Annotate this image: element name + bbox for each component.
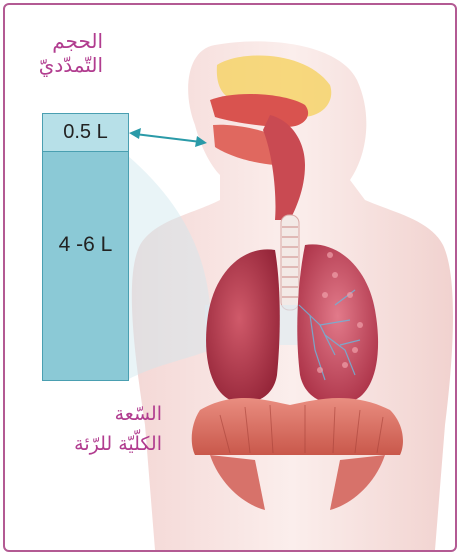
total-capacity-title-line1: السّعة (32, 399, 162, 429)
capacity-link-band (127, 155, 210, 380)
double-headed-arrow (129, 128, 207, 147)
tidal-volume-title-line2: التّمدّديّ (39, 53, 103, 77)
total-capacity-title-line2: الكلّيّة للرّئة (32, 429, 162, 459)
diagram-frame: الحجم التّمدّديّ 0.5 L 4 -6 L السّعة الك… (3, 3, 457, 552)
lung-capacity-bar: 0.5 L 4 -6 L (42, 113, 129, 381)
tidal-volume-value: 0.5 L (43, 114, 128, 152)
total-capacity-value: 4 -6 L (43, 225, 128, 265)
tidal-volume-title: الحجم التّمدّديّ (39, 29, 103, 77)
total-capacity-title: السّعة الكلّيّة للرّئة (32, 399, 162, 459)
tidal-volume-title-line1: الحجم (39, 29, 103, 53)
